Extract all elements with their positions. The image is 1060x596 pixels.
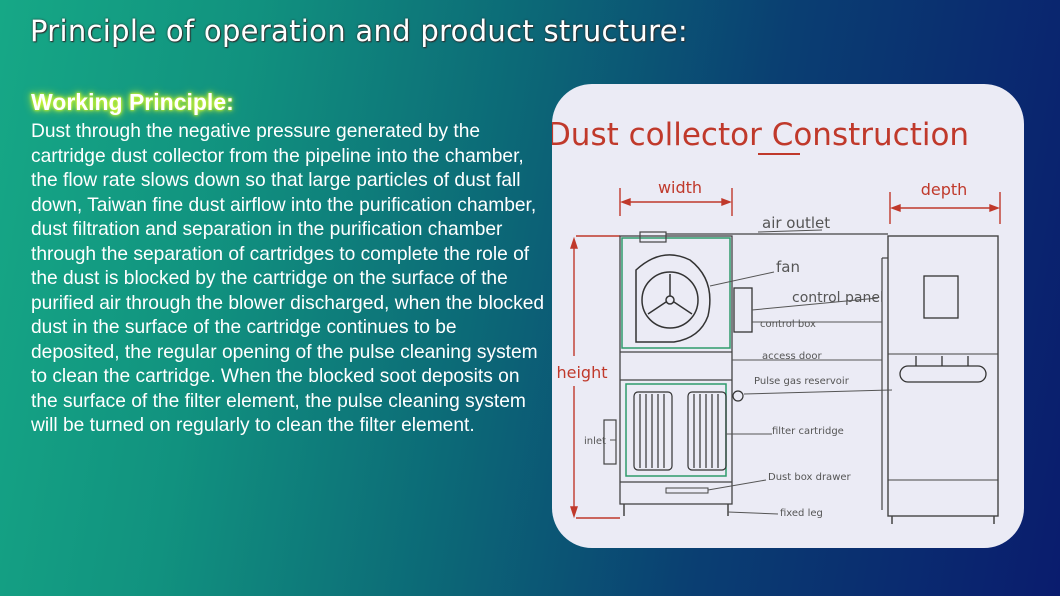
working-principle-heading: Working Principle: (31, 89, 234, 115)
pulse-gas-reservoir-label: Pulse gas reservoir (754, 376, 850, 387)
height-dimension (570, 235, 620, 519)
dust-box-drawer-label: Dust box drawer (768, 472, 852, 483)
dust-collector-diagram: Dust collector Construction width depth … (552, 84, 1024, 548)
diagram-title: Dust collector Construction (552, 117, 969, 153)
slide-title: Principle of operation and product struc… (30, 14, 688, 48)
control-panel-label: control panel (792, 290, 884, 306)
width-label: width (658, 178, 702, 197)
fan-label: fan (776, 258, 800, 276)
depth-label: depth (921, 180, 968, 199)
air-outlet-label: air outlet (762, 214, 830, 232)
filter-cartridge-label: filter cartridge (772, 426, 844, 437)
inlet-label: inlet (584, 436, 606, 447)
height-label: height (557, 363, 608, 382)
filter-cartridges (633, 391, 727, 471)
control-box-label: control box (760, 319, 816, 330)
working-principle-body: Dust through the negative pressure gener… (31, 121, 545, 436)
control-box-shape (733, 287, 753, 333)
construction-drawing: Dust collector Construction width depth … (552, 117, 1001, 524)
access-door-label: access door (762, 351, 822, 362)
pulse-valve-icon (732, 390, 744, 402)
front-view (603, 231, 733, 516)
fixed-leg-label: fixed leg (780, 508, 823, 519)
fan-icon (635, 254, 711, 343)
side-view (881, 235, 999, 524)
width-dimension (619, 188, 733, 216)
leader-lines (610, 229, 893, 515)
depth-dimension (889, 192, 1001, 224)
